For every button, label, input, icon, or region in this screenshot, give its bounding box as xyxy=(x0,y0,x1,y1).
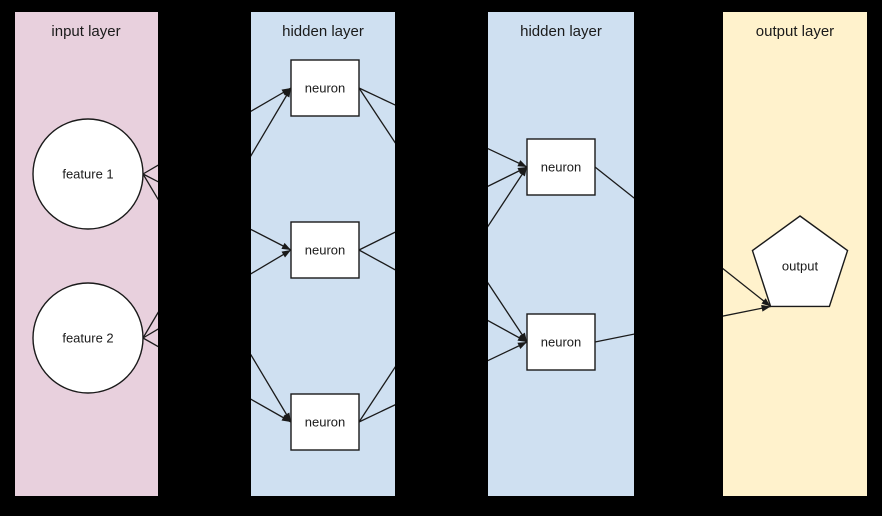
edge-hidden1-hidden2-3-1-source-seg xyxy=(358,366,395,423)
input-layer-title: input layer xyxy=(51,23,120,40)
node-hidden2-neuron-2[interactable]: neuron xyxy=(526,313,596,371)
hidden1-neuron-1-box[interactable] xyxy=(290,59,360,117)
edge-hidden2-output-1-1-source-seg xyxy=(594,166,634,199)
layer-panels xyxy=(15,12,867,496)
node-hidden2-neuron-1[interactable]: neuron xyxy=(526,138,596,196)
hidden1-neuron-3-box[interactable] xyxy=(290,393,360,451)
hidden2-neuron-1-label: neuron xyxy=(541,159,581,174)
edge-hidden1-hidden2-3-1-arrowhead xyxy=(519,167,527,177)
hidden-layer-1-title: hidden layer xyxy=(282,23,364,40)
hidden1-neuron-2-label: neuron xyxy=(305,242,345,257)
feature-2-label: feature 2 xyxy=(62,330,113,345)
edge-hidden1-hidden2-1-2-target-seg xyxy=(488,281,528,343)
edge-hidden1-hidden2-3-2-arrowhead xyxy=(517,342,527,349)
hidden-layer-2-nodes: neuron neuron xyxy=(526,138,596,371)
feature-1-label: feature 1 xyxy=(62,166,113,181)
output-label: output xyxy=(782,258,819,273)
edge-input-hidden1-2-1-target-seg xyxy=(251,87,292,157)
edge-hidden2-output-1-1-arrowhead xyxy=(761,298,771,307)
edge-hidden1-hidden2-2-2-arrowhead xyxy=(517,334,527,342)
hidden-layer-1-nodes: neuron neuron neuron xyxy=(290,59,360,451)
output-layer-nodes: output xyxy=(751,215,849,308)
node-feature-2[interactable]: feature 2 xyxy=(32,282,144,394)
output-layer-title: output layer xyxy=(756,23,834,40)
edge-input-hidden1-1-1-arrowhead xyxy=(281,88,291,96)
feature-2-ellipse[interactable] xyxy=(32,282,144,394)
node-hidden1-neuron-2[interactable]: neuron xyxy=(290,221,360,279)
edge-hidden1-hidden2-1-2-arrowhead xyxy=(519,332,527,342)
edge-hidden2-output-1-1-target-seg xyxy=(723,267,772,307)
panel-input-layer xyxy=(15,12,158,496)
edge-hidden1-hidden2-2-1-source-seg xyxy=(358,231,395,251)
edge-hidden1-hidden2-1-1-source-seg xyxy=(358,87,395,106)
node-output[interactable]: output xyxy=(751,215,849,308)
node-hidden1-neuron-1[interactable]: neuron xyxy=(290,59,360,117)
edge-input-hidden1-1-2-arrowhead xyxy=(281,242,291,250)
edge-input-hidden1-2-3-target-seg xyxy=(251,398,292,423)
edge-hidden1-hidden2-3-2-target-seg xyxy=(488,341,528,362)
input-layer-nodes: feature 1 feature 2 xyxy=(32,118,144,394)
edge-hidden2-output-2-1-source-seg xyxy=(594,333,634,343)
edge-hidden2-output-2-1-arrowhead xyxy=(761,304,771,312)
edge-input-hidden1-1-1-target-seg xyxy=(251,87,292,112)
panel-hidden-layer-2 xyxy=(488,12,634,496)
node-hidden1-neuron-3[interactable]: neuron xyxy=(290,393,360,451)
edge-hidden1-hidden2-1-1-arrowhead xyxy=(517,160,527,167)
edge-input-hidden1-1-3-target-seg xyxy=(251,353,292,423)
connection-edges xyxy=(142,87,772,423)
edge-hidden1-hidden2-1-2-source-seg xyxy=(358,87,395,144)
edge-hidden1-hidden2-1-1-target-seg xyxy=(488,147,528,168)
output-pentagon[interactable] xyxy=(751,215,849,308)
hidden1-neuron-2-box[interactable] xyxy=(290,221,360,279)
hidden1-neuron-1-label: neuron xyxy=(305,80,345,95)
hidden1-neuron-3-label: neuron xyxy=(305,414,345,429)
hidden-layer-2-title: hidden layer xyxy=(520,23,602,40)
hidden2-neuron-1-box[interactable] xyxy=(526,138,596,196)
edge-input-hidden1-2-2-target-seg xyxy=(251,249,292,275)
node-feature-1[interactable]: feature 1 xyxy=(32,118,144,230)
edge-input-hidden1-2-3-arrowhead xyxy=(281,414,291,422)
edge-input-hidden1-2-2-arrowhead xyxy=(281,250,291,258)
edge-hidden1-hidden2-2-1-target-seg xyxy=(488,166,528,187)
edge-hidden1-hidden2-3-1-target-seg xyxy=(488,166,528,228)
feature-1-ellipse[interactable] xyxy=(32,118,144,230)
edge-input-hidden1-1-2-target-seg xyxy=(251,228,292,251)
edge-input-hidden1-1-3-arrowhead xyxy=(283,412,291,422)
edge-hidden2-output-2-1-target-seg xyxy=(723,305,771,317)
hidden2-neuron-2-box[interactable] xyxy=(526,313,596,371)
layer-titles: input layer hidden layer hidden layer ou… xyxy=(51,23,834,40)
edge-hidden1-hidden2-3-2-source-seg xyxy=(358,404,395,423)
edge-hidden1-hidden2-2-2-source-seg xyxy=(358,249,395,271)
edge-input-hidden1-2-1-arrowhead xyxy=(283,88,291,98)
hidden2-neuron-2-label: neuron xyxy=(541,334,581,349)
edge-hidden1-hidden2-2-2-target-seg xyxy=(488,319,528,343)
